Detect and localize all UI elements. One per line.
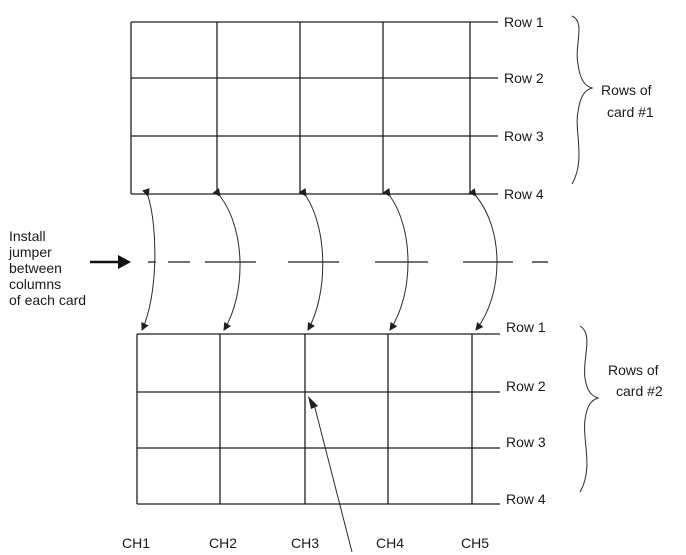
channel-labels: CH1 CH2 CH3 CH4 CH5 [122,535,489,551]
jumper-arrows [141,187,498,331]
jumper-arrow-ch3 [298,187,324,331]
card1-row-label: Row 4 [504,186,544,202]
card2-brace-label-line2: card #2 [616,383,663,399]
card2-row-labels: Row 1 Row 2 Row 3 Row 4 [506,319,546,507]
card1-grid [130,21,498,195]
probe-pointer-arrowhead [308,396,318,409]
jumper-arrow-ch1 [141,188,156,331]
instruction-line: between [9,260,62,276]
instruction-pointer-arrowhead [118,255,131,269]
card2-brace [579,325,600,493]
jumper-arrow-ch4 [382,187,409,331]
card1-row-label: Row 1 [504,14,544,30]
instruction-line: of each card [9,292,86,308]
card2-row-label: Row 2 [506,378,546,394]
instruction-line: columns [9,276,61,292]
card2-brace-label-line1: Rows of [608,362,659,378]
card1-brace-label-line2: card #1 [607,104,654,120]
card1-brace-label-line1: Rows of [601,82,652,98]
instruction-text: Install jumper between columns of each c… [8,228,86,308]
channel-label-ch5: CH5 [461,535,489,551]
channel-label-ch1: CH1 [122,535,150,551]
card2-row-label: Row 4 [506,491,546,507]
jumper-arrow-ch2 [212,188,241,331]
probe-pointer-line [313,403,353,553]
card1-row-labels: Row 1 Row 2 Row 3 Row 4 [504,14,544,202]
card2-row-label: Row 3 [506,434,546,450]
card2-row-label: Row 1 [506,319,546,335]
card1-row-label: Row 3 [504,128,544,144]
instruction-line: jumper [8,244,52,260]
channel-label-ch4: CH4 [376,535,404,551]
card2-grid [136,333,500,505]
channel-label-ch2: CH2 [209,535,237,551]
instruction-line: Install [9,228,46,244]
card1-brace [571,15,594,185]
jumper-arrow-ch5 [468,188,498,331]
channel-label-ch3: CH3 [291,535,319,551]
card1-row-label: Row 2 [504,70,544,86]
